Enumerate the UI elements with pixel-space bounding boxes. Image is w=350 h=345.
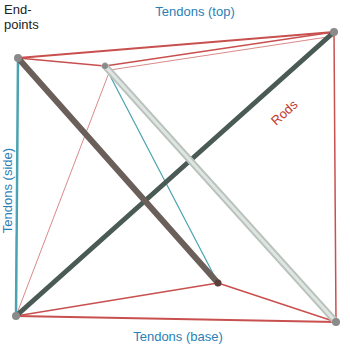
tendon-label: Tendons (base) (131, 329, 225, 344)
tendon-label: Tendons (side) (1, 145, 16, 234)
tendon-label: Tendons (top) (153, 4, 237, 19)
endpoint-label: End- points (2, 2, 54, 32)
rod-label: Rods (266, 95, 302, 129)
